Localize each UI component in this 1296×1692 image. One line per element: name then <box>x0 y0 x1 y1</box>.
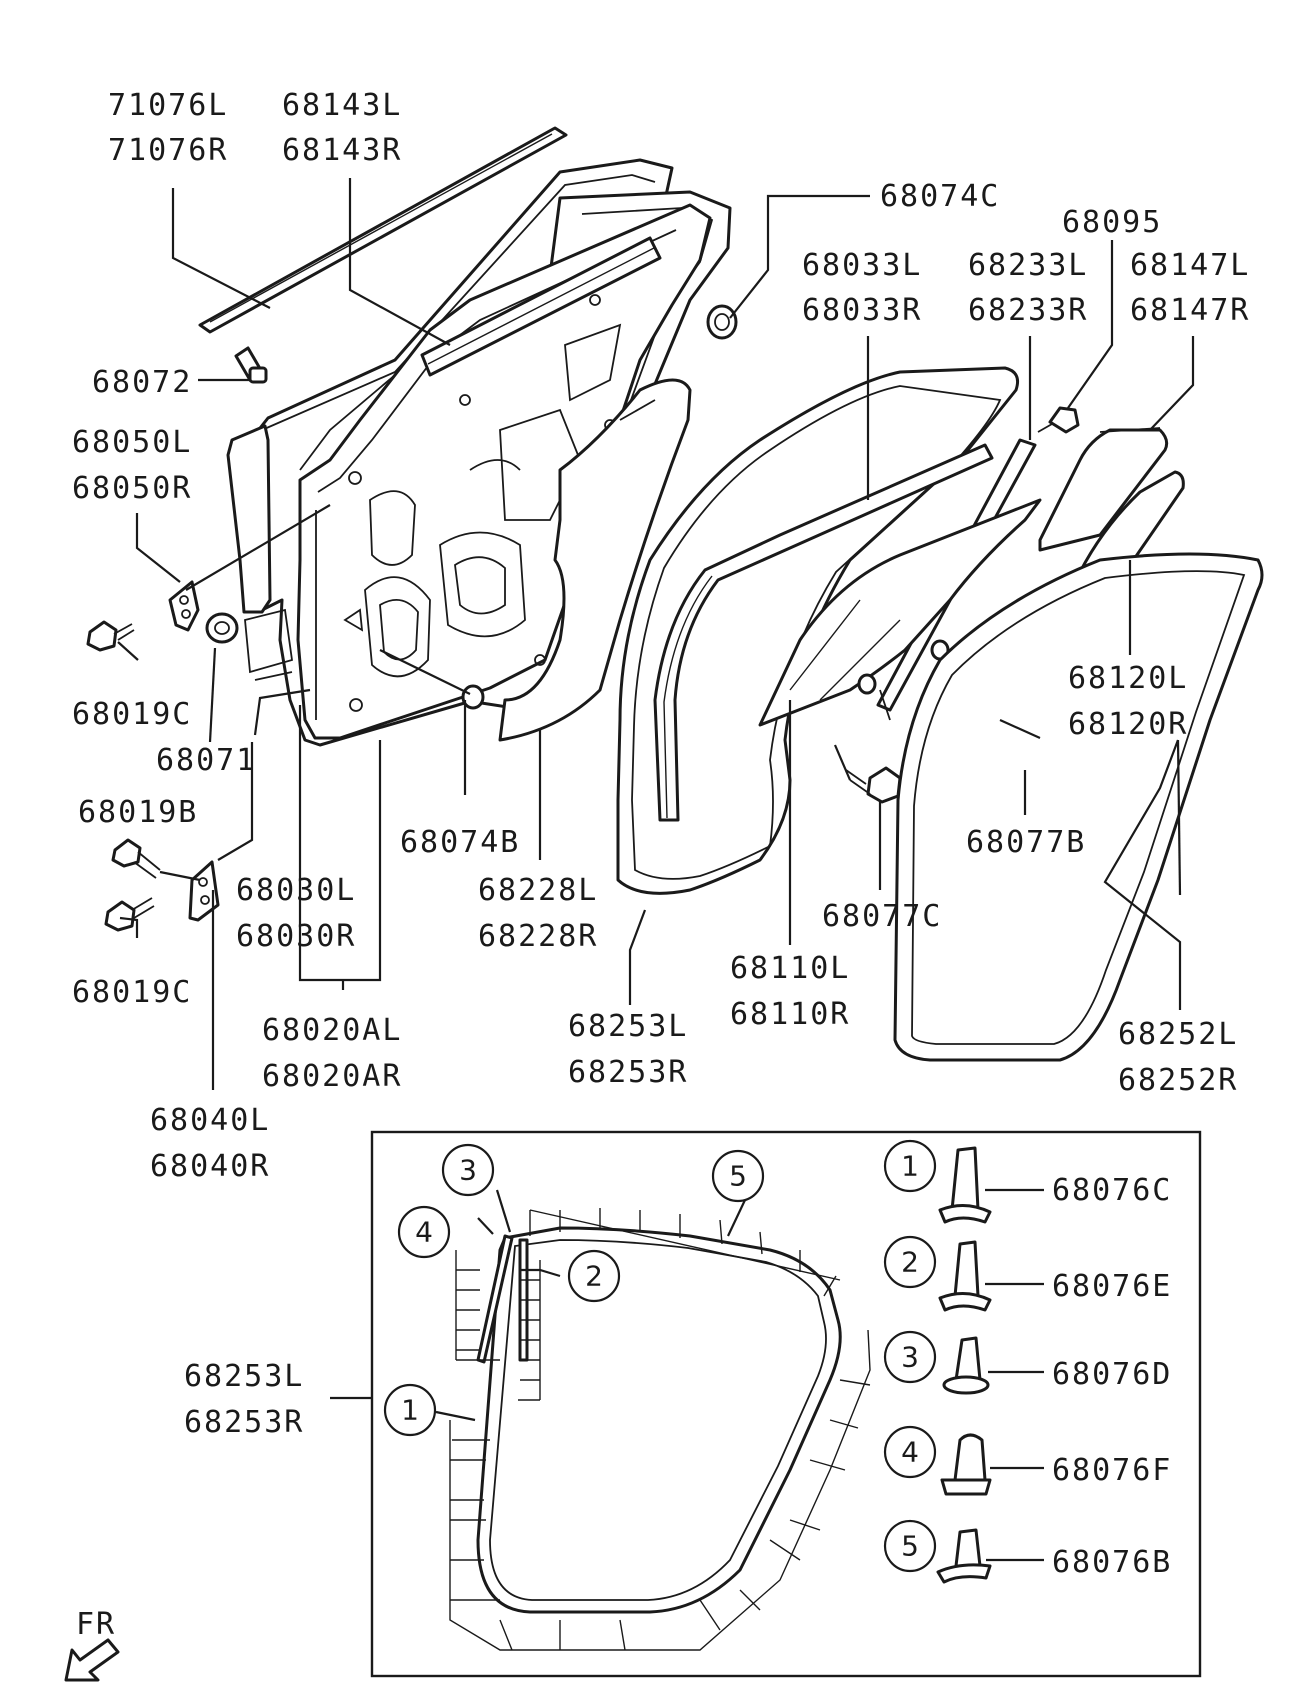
label-68110r: 68110R <box>730 997 850 1032</box>
label-68252r: 68252R <box>1118 1063 1238 1098</box>
label-68074b: 68074B <box>400 825 520 860</box>
label-71076l: 71076L <box>108 88 228 123</box>
clip-legend: 1 68076C 2 68076E 3 68076D 4 <box>883 1139 1172 1584</box>
body-weatherstrip <box>893 552 1264 1062</box>
label-68020al: 68020AL <box>262 1013 402 1048</box>
label-68147r: 68147R <box>1130 293 1250 328</box>
label-68033l: 68033L <box>802 248 922 283</box>
screw-68095 <box>1037 406 1080 434</box>
inset-detail-box <box>330 1130 1202 1678</box>
label-68252l: 68252L <box>1118 1017 1238 1052</box>
beltline-moulding <box>198 126 568 334</box>
svg-text:2: 2 <box>901 1246 919 1279</box>
svg-text:5: 5 <box>729 1160 747 1193</box>
leader-lines <box>117 178 1195 1090</box>
label-68050l: 68050L <box>72 425 192 460</box>
label-68019c-lower: 68019C <box>72 975 192 1010</box>
label-68071: 68071 <box>156 743 256 778</box>
label-68040l: 68040L <box>150 1103 270 1138</box>
label-inset-68253l: 68253L <box>184 1359 304 1394</box>
svg-text:4: 4 <box>415 1216 433 1249</box>
label-71076r: 71076R <box>108 133 228 168</box>
label-68077b: 68077B <box>966 825 1086 860</box>
label-68074c: 68074C <box>880 179 1000 214</box>
front-direction-indicator: FR <box>64 1607 120 1682</box>
bolt-68072 <box>234 346 268 384</box>
inset-marker-3: 3 <box>441 1143 495 1197</box>
label-68095: 68095 <box>1062 205 1162 240</box>
bolt-68019b <box>111 838 161 879</box>
label-68076d: 68076D <box>1052 1357 1172 1392</box>
label-68030r: 68030R <box>236 919 356 954</box>
clip-4: 4 68076F <box>883 1425 1172 1496</box>
bolt-68019c-upper <box>86 620 135 652</box>
label-68228r: 68228R <box>478 919 598 954</box>
label-68143r: 68143R <box>282 133 402 168</box>
label-68020ar: 68020AR <box>262 1059 402 1094</box>
label-68110l: 68110L <box>730 951 850 986</box>
grommet-68074c <box>706 304 738 340</box>
label-68040r: 68040R <box>150 1149 270 1184</box>
svg-text:1: 1 <box>901 1150 919 1183</box>
label-68253r: 68253R <box>568 1055 688 1090</box>
label-inset-68253r: 68253R <box>184 1405 304 1440</box>
label-68233l: 68233L <box>968 248 1088 283</box>
door-outer-panel <box>226 424 293 681</box>
hinge-lower <box>188 860 220 922</box>
bolt-68077c <box>845 766 902 804</box>
opening-weatherstrip <box>616 366 1020 895</box>
label-68033r: 68033R <box>802 293 922 328</box>
clip-2: 2 68076E <box>883 1235 1172 1312</box>
label-68143l: 68143L <box>282 88 402 123</box>
label-68253l: 68253L <box>568 1009 688 1044</box>
door-check-68071 <box>205 612 239 644</box>
svg-text:4: 4 <box>901 1436 919 1469</box>
label-68076b: 68076B <box>1052 1545 1172 1580</box>
svg-text:3: 3 <box>459 1154 477 1187</box>
label-68072: 68072 <box>92 365 192 400</box>
inset-marker-1: 1 <box>383 1383 437 1437</box>
label-68019b: 68019B <box>78 795 198 830</box>
bolt-68019c-lower <box>104 897 155 932</box>
label-68120l: 68120L <box>1068 661 1188 696</box>
inset-marker-2: 2 <box>567 1249 621 1303</box>
label-68050r: 68050R <box>72 471 192 506</box>
plug-68074b <box>461 684 485 710</box>
svg-text:2: 2 <box>585 1260 603 1293</box>
inset-marker-4: 4 <box>397 1205 451 1259</box>
label-68076e: 68076E <box>1052 1269 1172 1304</box>
label-68076c: 68076C <box>1052 1173 1172 1208</box>
svg-text:3: 3 <box>901 1341 919 1374</box>
fr-label: FR <box>76 1607 116 1642</box>
clip-3: 3 68076D <box>883 1330 1172 1395</box>
door-glass <box>758 498 1042 727</box>
door-inner-panel <box>296 203 712 740</box>
label-68233r: 68233R <box>968 293 1088 328</box>
label-68077c: 68077C <box>822 899 942 934</box>
label-68120r: 68120R <box>1068 707 1188 742</box>
label-68228l: 68228L <box>478 873 598 908</box>
svg-text:1: 1 <box>401 1394 419 1427</box>
sash-channel <box>653 443 994 822</box>
label-68030l: 68030L <box>236 873 356 908</box>
hinge-upper <box>168 580 200 632</box>
arrow-down-left-icon <box>64 1638 120 1682</box>
sealing-sheet <box>498 378 692 742</box>
clip-1: 1 68076C <box>883 1139 1172 1224</box>
label-68019c-upper: 68019C <box>72 697 192 732</box>
label-68147l: 68147L <box>1130 248 1250 283</box>
label-68076f: 68076F <box>1052 1453 1172 1488</box>
clip-5: 5 68076B <box>883 1519 1172 1584</box>
inset-marker-5: 5 <box>711 1149 765 1203</box>
svg-text:5: 5 <box>901 1530 919 1563</box>
